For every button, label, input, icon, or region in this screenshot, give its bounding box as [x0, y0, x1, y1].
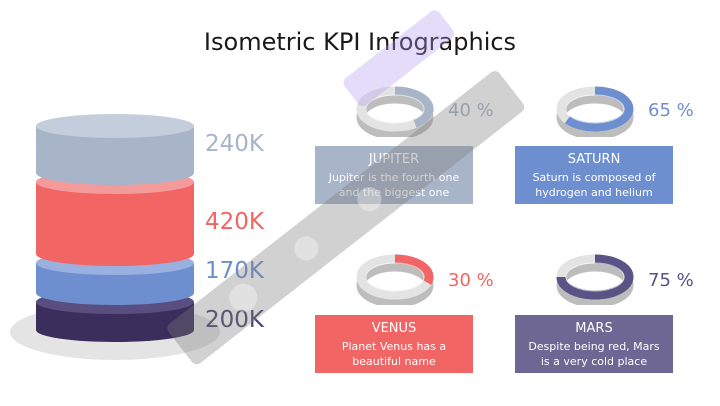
ring-rim	[565, 262, 625, 292]
ring-rim	[365, 94, 425, 124]
ring-rim	[565, 94, 625, 124]
kpi-percent-venus: 30 %	[448, 270, 494, 291]
stack-value-200k: 200K	[205, 307, 264, 333]
cylinder-layer-240k	[36, 114, 194, 185]
kpi-card-title: JUPITER	[368, 152, 420, 167]
ring-progress-arc	[556, 254, 634, 300]
kpi-card-title: VENUS	[371, 321, 417, 336]
kpi-percent-mars: 75 %	[648, 270, 694, 291]
stack-value-170k: 170K	[205, 258, 264, 284]
stack-value-420k: 420K	[205, 209, 264, 235]
ring-progress-arc	[394, 254, 434, 285]
slide-title: Isometric KPI Infographics	[203, 28, 517, 56]
kpi-card-title: MARS	[575, 321, 613, 336]
kpi-ring-mars	[556, 254, 634, 305]
ring-progress-arc	[564, 86, 634, 132]
kpi-card-title: SATURN	[567, 152, 621, 167]
ring-rim	[365, 262, 425, 292]
kpi-ring-venus	[356, 254, 434, 305]
kpi-percent-jupiter: 40 %	[448, 100, 494, 121]
kpi-percent-saturn: 65 %	[648, 100, 694, 121]
stack-value-240k: 240K	[205, 131, 264, 157]
ring-progress-arc	[394, 86, 434, 128]
kpi-ring-saturn	[556, 86, 634, 137]
kpi-ring-jupiter	[356, 86, 434, 137]
